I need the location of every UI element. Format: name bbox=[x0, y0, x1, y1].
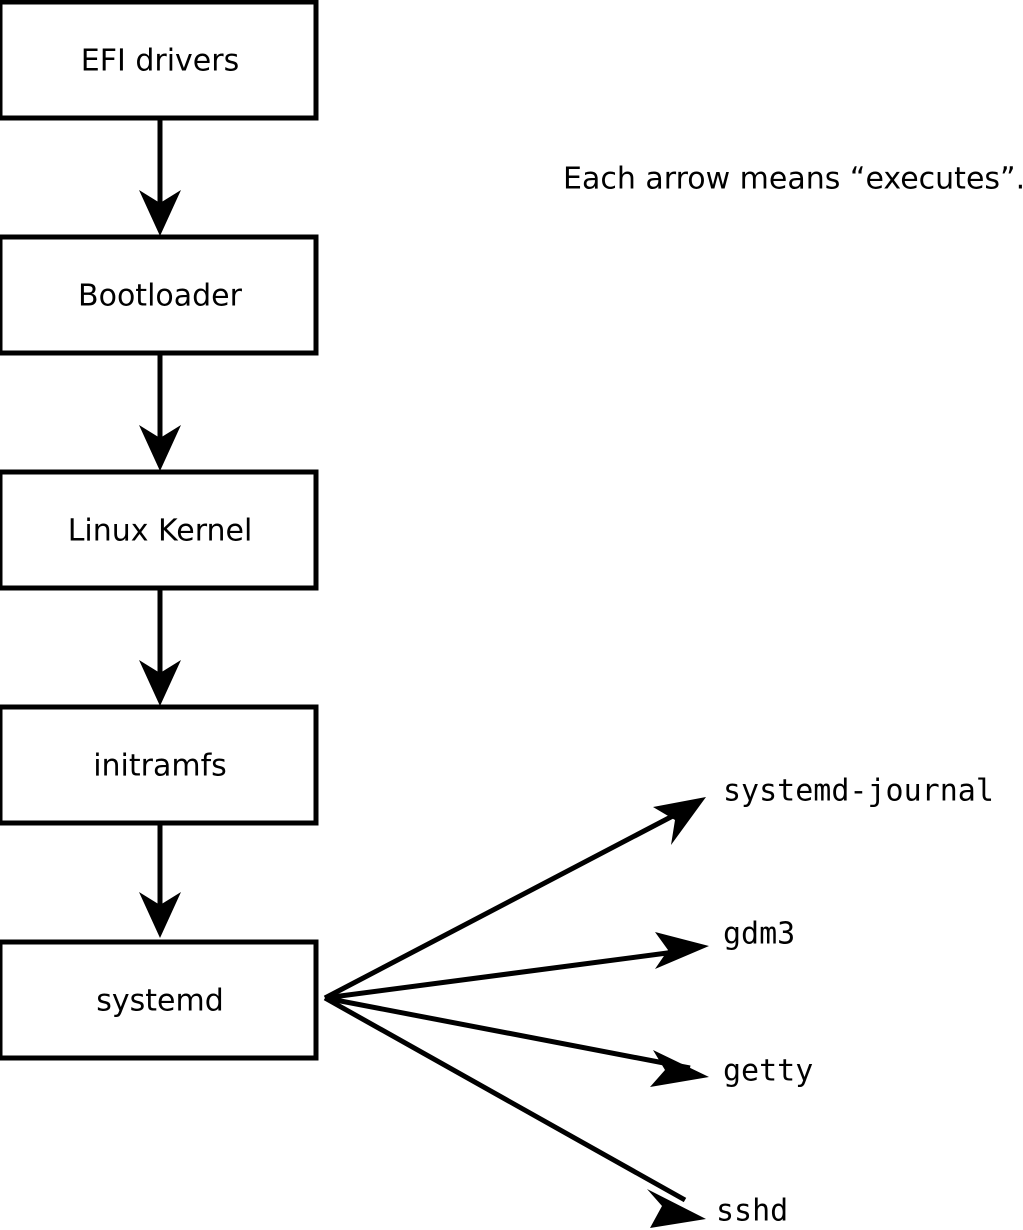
chain-arrow-bootloader-to-kernel bbox=[139, 350, 181, 471]
fan-arrow-line bbox=[324, 995, 691, 1071]
box-linux-kernel-label: Linux Kernel bbox=[68, 514, 253, 549]
arrowhead-diagonal-icon bbox=[647, 1189, 706, 1228]
chain-arrow-efi-to-bootloader bbox=[139, 118, 181, 236]
box-bootloader-rect bbox=[0, 234, 319, 356]
leaf-label-sshd: sshd bbox=[716, 1194, 788, 1229]
box-efi-drivers[interactable]: EFI drivers bbox=[0, 0, 319, 121]
box-initramfs[interactable]: initramfs bbox=[0, 704, 319, 826]
arrowhead-diagonal-icon bbox=[653, 797, 706, 845]
arrowhead-down-icon bbox=[139, 660, 181, 706]
fan-arrow-systemd-to-gdm3 bbox=[324, 932, 709, 1001]
box-bootloader-label: Bootloader bbox=[78, 279, 243, 314]
arrowhead-down-icon bbox=[139, 425, 181, 471]
box-systemd-rect bbox=[0, 939, 319, 1061]
box-systemd-label: systemd bbox=[96, 984, 224, 1019]
chain-arrow-kernel-to-initramfs bbox=[139, 585, 181, 706]
fan-arrow-line bbox=[323, 995, 687, 1203]
box-linux-kernel[interactable]: Linux Kernel bbox=[0, 469, 319, 591]
box-systemd[interactable]: systemd bbox=[0, 939, 319, 1061]
diagram-caption: Each arrow means “executes”. bbox=[563, 162, 1023, 197]
box-linux-kernel-rect bbox=[0, 469, 319, 591]
arrowhead-down-icon bbox=[139, 190, 181, 236]
fan-arrow-systemd-to-journal bbox=[323, 797, 706, 1001]
box-bootloader[interactable]: Bootloader bbox=[0, 234, 319, 356]
chain-arrow-initramfs-to-systemd bbox=[139, 820, 181, 938]
fan-arrow-line bbox=[324, 947, 691, 1001]
box-initramfs-label: initramfs bbox=[93, 749, 227, 784]
box-efi-drivers-rect bbox=[0, 0, 319, 121]
leaf-label-systemd-journal: systemd-journal bbox=[723, 774, 994, 809]
fan-arrow-line bbox=[323, 805, 690, 1001]
box-efi-drivers-label: EFI drivers bbox=[81, 44, 239, 79]
leaf-label-gdm3: gdm3 bbox=[723, 917, 795, 952]
arrowhead-diagonal-icon bbox=[650, 1050, 709, 1087]
fan-arrow-systemd-to-sshd bbox=[323, 995, 706, 1228]
box-initramfs-rect bbox=[0, 704, 319, 826]
arrowhead-down-icon bbox=[139, 892, 181, 938]
arrowhead-diagonal-icon bbox=[655, 932, 709, 969]
leaf-label-getty: getty bbox=[723, 1054, 813, 1089]
fan-arrow-systemd-to-getty bbox=[324, 995, 709, 1087]
